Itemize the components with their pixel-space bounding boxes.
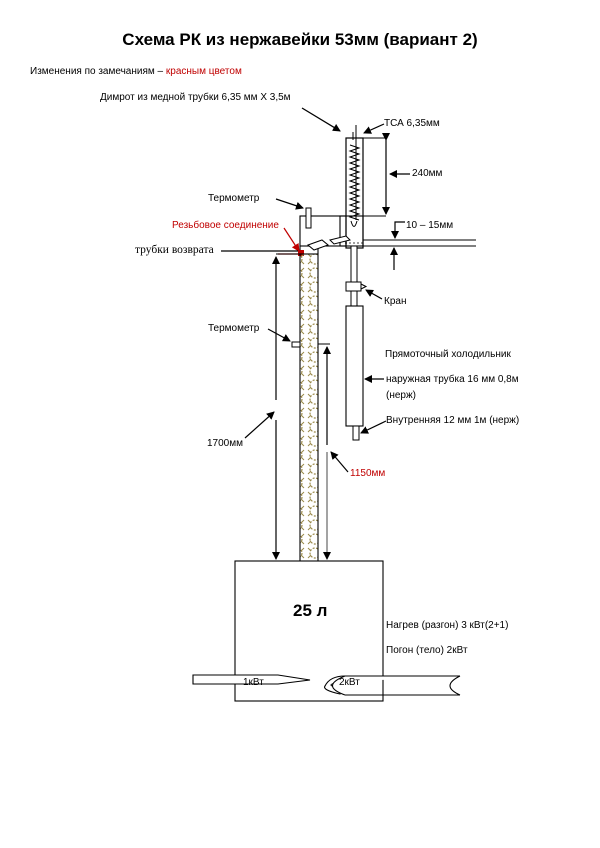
return-tube-2 xyxy=(329,235,351,245)
label-heater-1kw: 1кВт xyxy=(243,677,264,688)
label-gap: 10 – 15мм xyxy=(406,220,454,231)
changes-note-highlight: красным цветом xyxy=(165,66,242,77)
label-thermometer-mid: Термометр xyxy=(208,323,260,334)
inner-tube-leader xyxy=(360,420,387,434)
label-240mm: 240мм xyxy=(412,168,443,179)
thermometer-mid xyxy=(291,341,301,348)
label-inner-tube: Внутренняя 12 мм 1м (нерж) xyxy=(386,415,520,426)
label-valve: Кран xyxy=(384,296,407,307)
label-tank-volume: 25 л xyxy=(293,601,328,620)
valve-leader xyxy=(365,289,383,300)
thermometer-mid-leader xyxy=(267,328,291,342)
label-draw-off: Погон (тело) 2кВт xyxy=(386,645,468,656)
label-1150mm: 1150мм xyxy=(350,468,386,479)
label-dimroth: Димрот из медной трубки 6,35 мм Х 3,5м xyxy=(100,92,291,103)
threaded-joint-marker xyxy=(298,250,304,256)
draw-off-line xyxy=(345,245,368,441)
thermometer-top xyxy=(305,207,312,229)
label-threaded-joint: Резьбовое соединение xyxy=(172,220,279,231)
heater-element-1kw xyxy=(192,674,311,685)
packed-column xyxy=(299,253,319,565)
heater-element-2kw xyxy=(324,675,461,696)
valve xyxy=(345,281,362,292)
label-1700mm: 1700мм xyxy=(207,438,243,449)
dimroth-leader xyxy=(301,107,341,132)
coil xyxy=(348,144,361,221)
label-tsa: ТСА 6,35мм xyxy=(384,118,440,129)
column-head xyxy=(299,207,476,254)
label-heater-2kw: 2кВт xyxy=(339,677,360,688)
page-title: Схема РК из нержавейки 53мм (вариант 2) xyxy=(122,30,478,49)
label-return-tubes: трубки возврата xyxy=(135,244,214,256)
threaded-joint-leader xyxy=(283,227,300,252)
label-heat-up: Нагрев (разгон) 3 кВт(2+1) xyxy=(386,620,509,631)
changes-note-prefix: Изменения по замечаниям – xyxy=(30,66,166,77)
tsa-leader xyxy=(363,123,385,134)
straight-cooler xyxy=(345,305,364,427)
thermometer-top-leader xyxy=(275,198,304,210)
label-outer-tube: наружная трубка 16 мм 0,8м xyxy=(386,374,519,385)
label-outer-tube-material: (нерж) xyxy=(386,390,416,401)
label-thermometer-top: Термометр xyxy=(208,193,260,204)
label-cooler-title: Прямоточный холодильник xyxy=(385,349,511,360)
return-tube-1 xyxy=(307,239,329,251)
dimroth-condenser xyxy=(345,125,364,249)
changes-note: Изменения по замечаниям – красным цветом xyxy=(30,66,242,78)
